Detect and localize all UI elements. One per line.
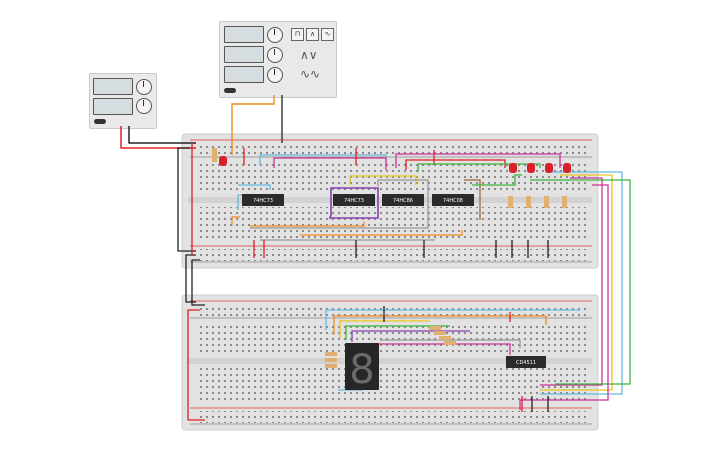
chip-74hc86[interactable]: 74HC86 (382, 194, 424, 206)
offset-knob[interactable] (267, 67, 283, 83)
led-q0 (509, 163, 517, 173)
seven-segment-digit: 8 (349, 347, 374, 393)
bottom-board-wires[interactable] (325, 306, 580, 412)
led-q2 (545, 163, 553, 173)
current-knob[interactable] (136, 98, 152, 114)
led-power (219, 156, 227, 166)
voltage-knob[interactable] (136, 79, 152, 95)
voltage-display (93, 78, 133, 95)
square-wave-icon[interactable]: ⊓ (291, 28, 304, 41)
sine-wave-icon[interactable]: ∿ (321, 28, 334, 41)
chip-74hc08[interactable]: 74HC08 (432, 194, 474, 206)
function-generator[interactable]: ⊓ ∧ ∿ ∧∨ ∿∿ (219, 21, 337, 98)
seven-segment-display[interactable]: 8 (345, 343, 379, 393)
waveform-preview-sine: ∿∿ (300, 67, 321, 81)
led-q1 (527, 163, 535, 173)
power-wires[interactable] (120, 126, 205, 421)
offset-display (224, 66, 264, 83)
frequency-display (224, 26, 264, 43)
led-q3 (563, 163, 571, 173)
chip-74hc73-a[interactable]: 74HC73 (242, 194, 284, 206)
resistors-top[interactable] (212, 148, 567, 208)
generator-power-toggle[interactable] (224, 88, 236, 93)
frequency-knob[interactable] (267, 27, 283, 43)
chip-74hc73-b[interactable]: 74HC73 (333, 194, 375, 206)
inter-board-wires[interactable] (519, 171, 631, 410)
amplitude-knob[interactable] (267, 47, 283, 63)
chip-label: CD4511 (516, 360, 536, 366)
chip-label: 74HC73 (344, 198, 364, 204)
chip-label: 74HC73 (253, 198, 273, 204)
chip-label: 74HC86 (393, 198, 413, 204)
resistors-bottom[interactable] (325, 326, 456, 368)
amplitude-display (224, 46, 264, 63)
power-toggle[interactable] (94, 119, 106, 124)
top-board-wires[interactable] (231, 148, 561, 258)
led-array[interactable] (219, 156, 571, 173)
chip-cd4511[interactable]: CD4511 (506, 356, 546, 368)
power-supply[interactable] (89, 73, 157, 129)
triangle-wave-icon[interactable]: ∧ (306, 28, 319, 41)
waveform-preview-triangle: ∧∨ (300, 48, 318, 62)
breadboard-bottom[interactable] (181, 294, 599, 431)
current-display (93, 98, 133, 115)
chip-label: 74HC08 (443, 198, 463, 204)
clock-wires[interactable] (231, 95, 283, 155)
